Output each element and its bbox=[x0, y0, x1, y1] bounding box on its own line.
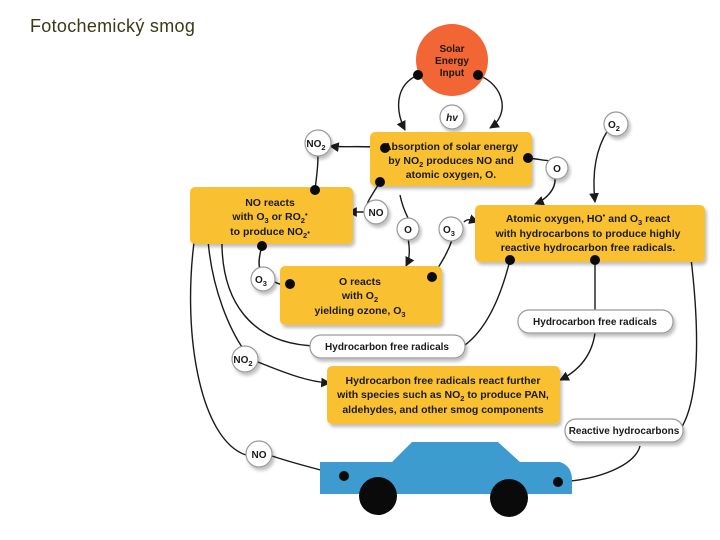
svg-text:O: O bbox=[553, 164, 561, 175]
bubble-o2-top: O2 bbox=[603, 111, 629, 137]
line-no2-to-noreacts bbox=[314, 154, 319, 191]
hc-further-line-2: with species such as NO2 to produce PAN, bbox=[336, 389, 549, 403]
arrow-sun-to-absorption bbox=[396, 74, 419, 131]
svg-text:O2: O2 bbox=[608, 120, 620, 133]
atomic-line-1: Atomic oxygen, HO• and O3 react bbox=[506, 211, 671, 227]
svg-text:NO: NO bbox=[252, 450, 267, 461]
bubble-o-mid: O bbox=[396, 217, 420, 241]
sun-label-1: Solar bbox=[439, 44, 464, 55]
bubble-o-right: O bbox=[545, 156, 569, 180]
arrow-no-car-to-noreacts bbox=[189, 227, 247, 456]
svg-text:O3: O3 bbox=[443, 225, 455, 238]
box-no-reacts: NO reacts with O3 or RO2• to produce NO2… bbox=[190, 187, 353, 244]
car-illustration bbox=[320, 442, 572, 517]
arrow-no2-left-to-further bbox=[257, 361, 331, 388]
svg-text:O3: O3 bbox=[255, 275, 267, 288]
absorption-line-3: atomic oxygen, O. bbox=[406, 169, 497, 181]
sun-label-3: Input bbox=[440, 68, 465, 79]
svg-text:NO: NO bbox=[369, 208, 384, 219]
line-absorption-to-o-mid bbox=[399, 194, 409, 219]
arrow-o-mid-to-oreacts bbox=[405, 237, 415, 267]
arrow-o2-to-atomic bbox=[589, 129, 609, 203]
pill-hc-free-left: Hydrocarbon free radicals bbox=[309, 334, 466, 359]
bubble-no2-left: NO2 bbox=[231, 345, 259, 373]
box-hydrocarbon-further: Hydrocarbon free radicals react further … bbox=[327, 366, 560, 424]
no-reacts-line-1: NO reacts bbox=[245, 197, 295, 209]
no-reacts-line-3: to produce NO2• bbox=[230, 226, 310, 240]
pill-reactive-hc: Reactive hydrocarbons bbox=[564, 418, 684, 443]
arrow-o-right-to-atomic bbox=[534, 177, 556, 206]
bubble-no2-top: NO2 bbox=[304, 129, 332, 157]
pill-hc-free-right-label: Hydrocarbon free radicals bbox=[533, 317, 657, 328]
o-reacts-line-1: O reacts bbox=[339, 276, 381, 288]
pill-hc-free-left-label: Hydrocarbon free radicals bbox=[325, 342, 449, 353]
arrow-reactive-to-atomic bbox=[679, 249, 698, 431]
o-reacts-line-2: with O2 bbox=[341, 290, 378, 304]
absorption-line-1: Absorption of solar energy bbox=[384, 141, 518, 153]
car-wheel-rear bbox=[490, 479, 528, 517]
arrow-sun-right bbox=[477, 74, 503, 129]
no-reacts-line-2: with O3 or RO2• bbox=[231, 210, 308, 225]
pill-hc-free-right: Hydrocarbon free radicals bbox=[517, 309, 674, 334]
hc-further-line-1: Hydrocarbon free radicals react further bbox=[346, 375, 541, 387]
solar-energy-node: Solar Energy Input bbox=[416, 24, 488, 96]
bubble-no-mid: NO bbox=[363, 199, 389, 225]
o-reacts-line-3: yielding ozone, O3 bbox=[314, 305, 405, 319]
line-atomic-to-hc-left bbox=[464, 259, 511, 346]
atomic-line-2: with hydrocarbons to produce highly bbox=[495, 228, 681, 240]
sun-label-2: Energy bbox=[435, 56, 469, 67]
box-o-reacts: O reacts with O2 yielding ozone, O3 bbox=[280, 266, 442, 325]
svg-text:NO2: NO2 bbox=[306, 139, 325, 152]
atomic-line-3: reactive hydrocarbon free radicals. bbox=[501, 242, 676, 254]
arrow-hc-right-to-further bbox=[559, 332, 596, 381]
pill-reactive-hc-label: Reactive hydrocarbons bbox=[569, 426, 680, 437]
connector-dots bbox=[257, 70, 600, 487]
bubble-o3-left: O3 bbox=[250, 266, 276, 292]
absorption-line-2: by NO2 produces NO and bbox=[388, 155, 514, 169]
hv-label: hv bbox=[446, 113, 459, 124]
bubble-no-car: NO bbox=[245, 440, 273, 468]
line-noreacts-to-no2-left bbox=[207, 239, 245, 351]
svg-text:NO2: NO2 bbox=[233, 355, 252, 368]
hc-further-line-3: aldehydes, and other smog components bbox=[342, 404, 543, 416]
arrow-hc-left-to-noreacts bbox=[216, 234, 319, 347]
hv-bubble: hv bbox=[439, 104, 465, 130]
sun-circle bbox=[416, 24, 488, 96]
car-wheel-front bbox=[359, 477, 397, 515]
svg-text:O: O bbox=[404, 225, 412, 236]
car-body bbox=[320, 442, 572, 494]
box-atomic-oxygen: Atomic oxygen, HO• and O3 react with hyd… bbox=[475, 205, 705, 262]
slide-title: Fotochemický smog bbox=[30, 16, 196, 36]
bubble-o3-mid: O3 bbox=[438, 216, 464, 242]
box-absorption: Absorption of solar energy by NO2 produc… bbox=[370, 132, 532, 186]
